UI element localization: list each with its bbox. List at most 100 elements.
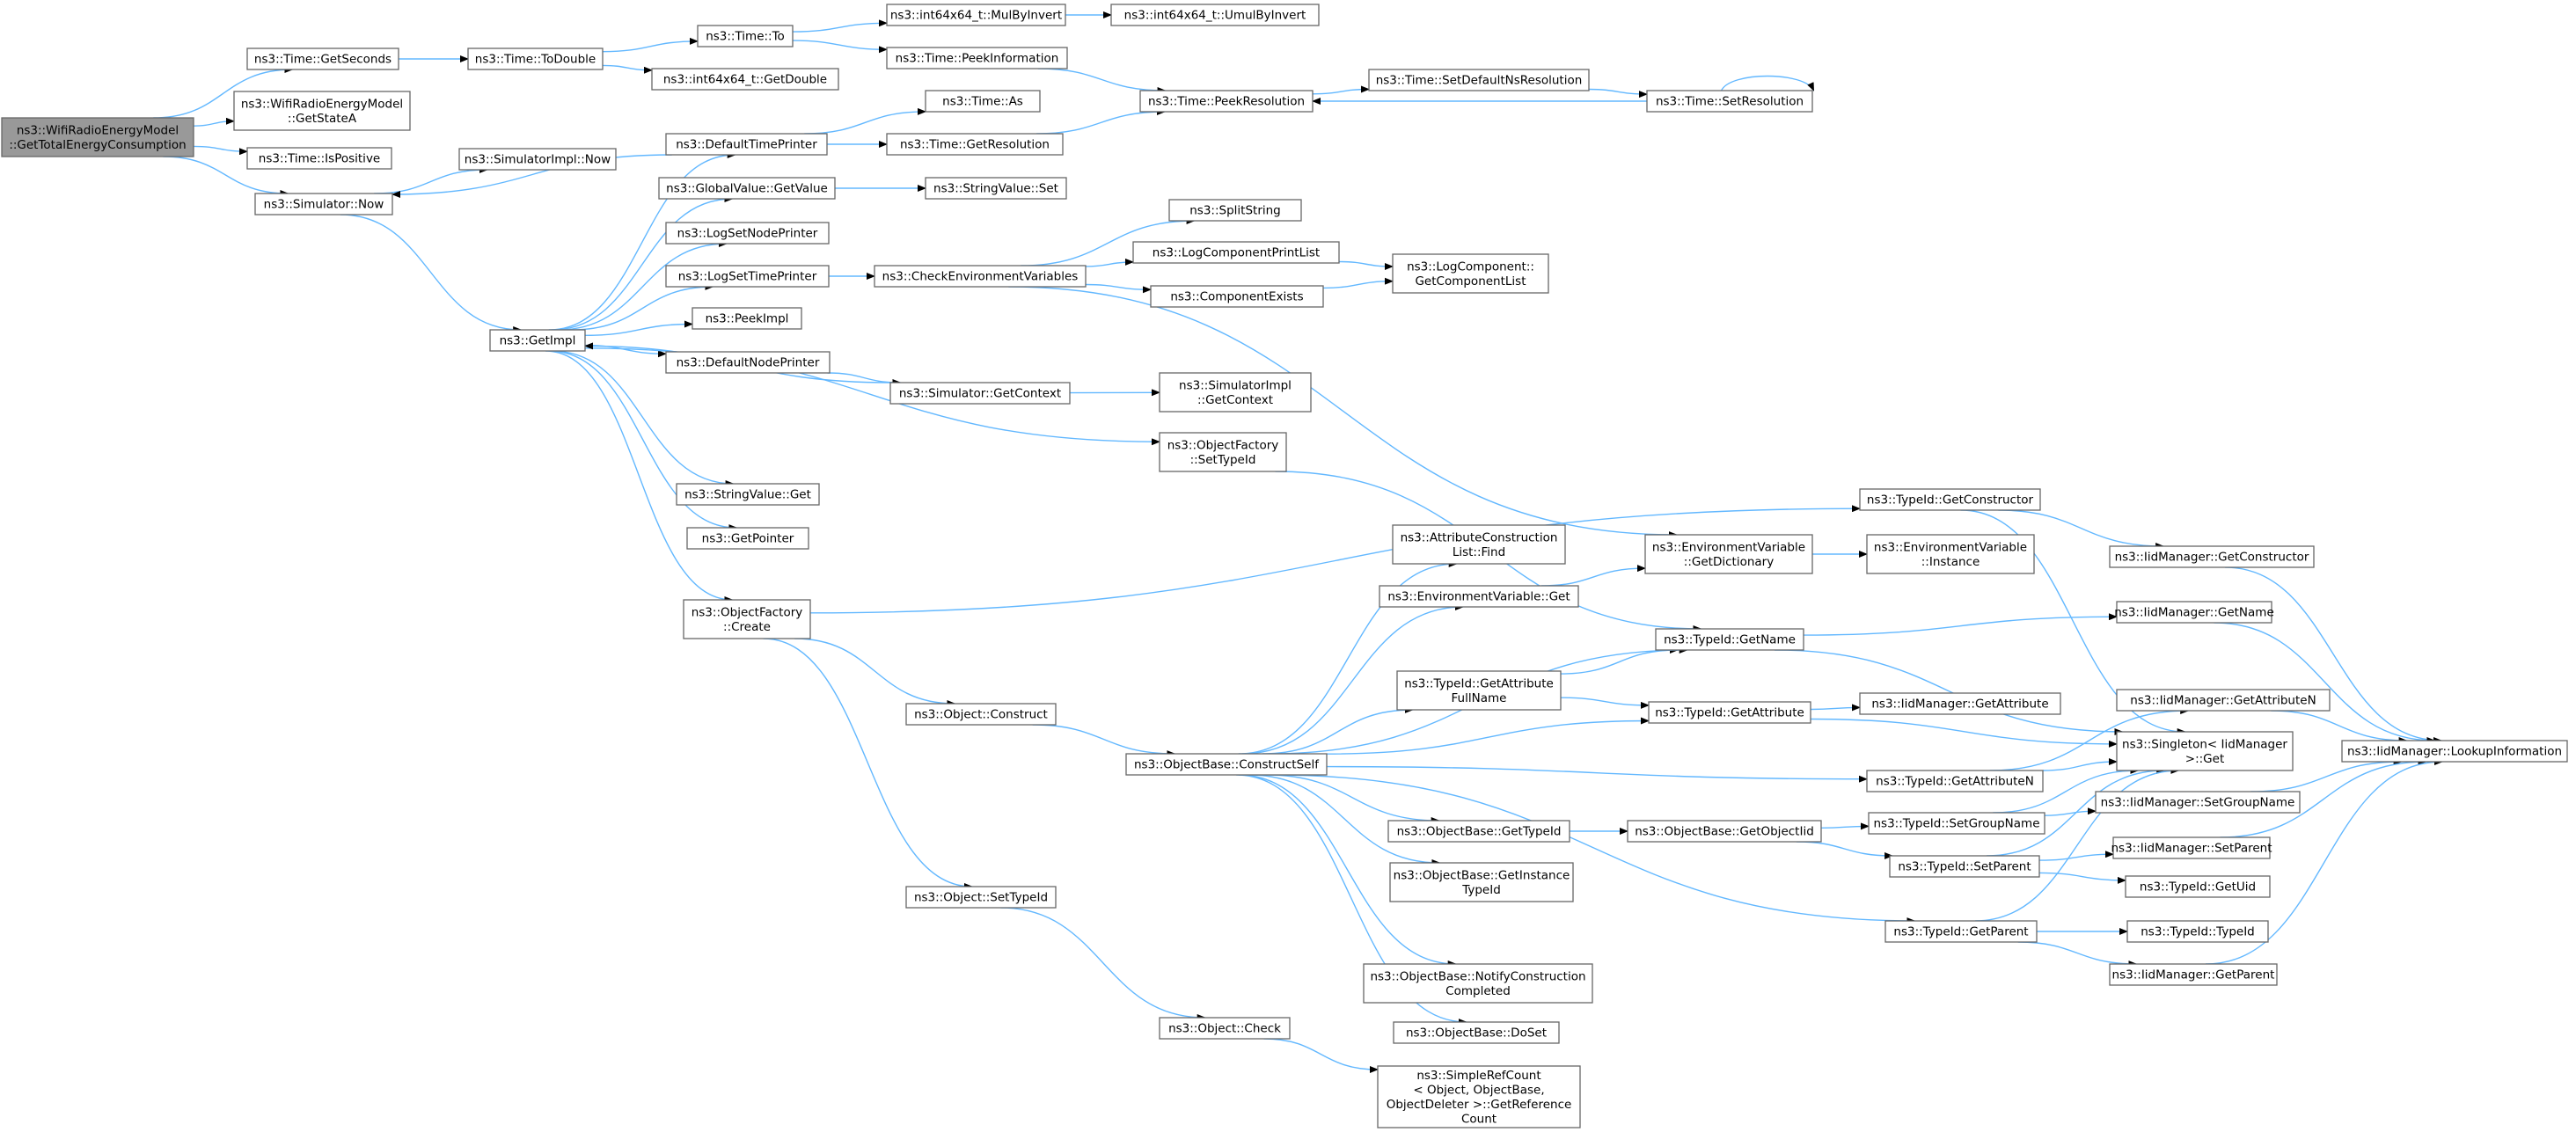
node-iidSetParent[interactable]: ns3::IidManager::SetParent bbox=[2111, 836, 2272, 859]
node-box[interactable] bbox=[467, 47, 604, 70]
node-box[interactable] bbox=[1150, 285, 1324, 308]
node-box[interactable] bbox=[1159, 432, 1287, 472]
node-box[interactable] bbox=[651, 68, 839, 91]
node-tidGetUid[interactable]: ns3::TypeId::GetUid bbox=[2125, 875, 2271, 898]
node-lookupInfo[interactable]: ns3::IidManager::LookupInformation bbox=[2341, 740, 2568, 763]
node-box[interactable] bbox=[1125, 753, 1328, 776]
node-box[interactable] bbox=[2109, 545, 2315, 568]
node-ofCreate[interactable]: ns3::ObjectFactory::Create bbox=[683, 599, 811, 639]
node-obDoSet[interactable]: ns3::ObjectBase::DoSet bbox=[1393, 1021, 1560, 1044]
node-envGet[interactable]: ns3::EnvironmentVariable::Get bbox=[1379, 585, 1579, 608]
node-box[interactable] bbox=[1159, 372, 1312, 413]
node-compExists[interactable]: ns3::ComponentExists bbox=[1150, 285, 1324, 308]
node-box[interactable] bbox=[697, 25, 794, 47]
node-iidGetAttr[interactable]: ns3::IidManager::GetAttribute bbox=[1859, 692, 2061, 715]
node-peekInfo[interactable]: ns3::Time::PeekInformation bbox=[886, 47, 1068, 69]
node-box[interactable] bbox=[1393, 1021, 1560, 1044]
node-gvGetValue[interactable]: ns3::GlobalValue::GetValue bbox=[658, 177, 836, 200]
node-setDefNs[interactable]: ns3::Time::SetDefaultNsResolution bbox=[1368, 69, 1590, 91]
node-box[interactable] bbox=[665, 133, 828, 156]
node-objConstruct[interactable]: ns3::Object::Construct bbox=[905, 703, 1057, 726]
node-box[interactable] bbox=[886, 47, 1068, 69]
node-box[interactable] bbox=[1387, 820, 1570, 843]
node-envInstance[interactable]: ns3::EnvironmentVariable::Instance bbox=[1866, 534, 2035, 574]
node-box[interactable] bbox=[2341, 740, 2568, 763]
node-box[interactable] bbox=[1389, 862, 1574, 902]
node-box[interactable] bbox=[2116, 689, 2331, 712]
node-box[interactable] bbox=[1868, 812, 2045, 835]
node-box[interactable] bbox=[1139, 90, 1314, 113]
node-checkEnv[interactable]: ns3::CheckEnvironmentVariables bbox=[874, 265, 1087, 288]
node-box[interactable] bbox=[905, 886, 1057, 909]
node-box[interactable] bbox=[676, 483, 820, 506]
node-box[interactable] bbox=[254, 193, 393, 215]
node-singletonGet[interactable]: ns3::Singleton< IidManager>::Get bbox=[2116, 731, 2294, 771]
node-box[interactable] bbox=[1377, 1065, 1581, 1128]
node-box[interactable] bbox=[1859, 488, 2041, 511]
node-svSet[interactable]: ns3::StringValue::Set bbox=[925, 177, 1067, 200]
node-box[interactable] bbox=[925, 177, 1067, 200]
node-timeTo[interactable]: ns3::Time::To bbox=[697, 25, 794, 47]
node-box[interactable] bbox=[2109, 963, 2278, 986]
node-box[interactable] bbox=[1396, 670, 1562, 711]
node-tidGetName[interactable]: ns3::TypeId::GetName bbox=[1655, 628, 1804, 651]
node-box[interactable] bbox=[905, 703, 1057, 726]
node-box[interactable] bbox=[925, 90, 1041, 113]
node-box[interactable] bbox=[2126, 920, 2269, 943]
node-simImplGetContext[interactable]: ns3::SimulatorImpl::GetContext bbox=[1159, 372, 1312, 413]
node-iidGetName[interactable]: ns3::IidManager::GetName bbox=[2114, 601, 2274, 624]
node-box[interactable] bbox=[886, 133, 1064, 156]
node-simNow[interactable]: ns3::Simulator::Now bbox=[254, 193, 393, 215]
node-logCompGet[interactable]: ns3::LogComponent::GetComponentList bbox=[1392, 253, 1549, 294]
node-box[interactable] bbox=[886, 4, 1066, 26]
node-box[interactable] bbox=[658, 177, 836, 200]
node-obNotify[interactable]: ns3::ObjectBase::NotifyConstructionCompl… bbox=[1363, 963, 1593, 1004]
node-box[interactable] bbox=[1646, 90, 1813, 113]
node-box[interactable] bbox=[2125, 875, 2271, 898]
node-getPointer[interactable]: ns3::GetPointer bbox=[686, 527, 809, 550]
node-box[interactable] bbox=[1368, 69, 1590, 91]
node-obGetObjectIid[interactable]: ns3::ObjectBase::GetObjectIid bbox=[1627, 820, 1822, 843]
node-box[interactable] bbox=[1627, 820, 1822, 843]
node-box[interactable] bbox=[874, 265, 1087, 288]
node-iidGetCtor[interactable]: ns3::IidManager::GetConstructor bbox=[2109, 545, 2315, 568]
node-box[interactable] bbox=[1392, 524, 1566, 565]
node-box[interactable] bbox=[1168, 199, 1302, 222]
node-tidGetAttrN[interactable]: ns3::TypeId::GetAttributeN bbox=[1866, 770, 2044, 792]
node-root[interactable]: ns3::WifiRadioEnergyModel::GetTotalEnerg… bbox=[1, 117, 194, 157]
node-obGetTypeId[interactable]: ns3::ObjectBase::GetTypeId bbox=[1387, 820, 1570, 843]
node-box[interactable] bbox=[665, 265, 830, 288]
node-isPositive[interactable]: ns3::Time::IsPositive bbox=[246, 147, 392, 170]
node-iidGetAttrN[interactable]: ns3::IidManager::GetAttributeN bbox=[2116, 689, 2331, 712]
node-tidGetAttr[interactable]: ns3::TypeId::GetAttribute bbox=[1648, 701, 1811, 724]
node-umulByInvert[interactable]: ns3::int64x64_t::UmulByInvert bbox=[1110, 4, 1320, 26]
node-simImplNow[interactable]: ns3::SimulatorImpl::Now bbox=[458, 148, 617, 171]
node-box[interactable] bbox=[1866, 770, 2044, 792]
node-box[interactable] bbox=[665, 222, 830, 245]
node-logSetTime[interactable]: ns3::LogSetTimePrinter bbox=[665, 265, 830, 288]
node-box[interactable] bbox=[686, 527, 809, 550]
node-defTimePrinter[interactable]: ns3::DefaultTimePrinter bbox=[665, 133, 828, 156]
node-tidSetGroupName[interactable]: ns3::TypeId::SetGroupName bbox=[1868, 812, 2045, 835]
node-box[interactable] bbox=[1392, 253, 1549, 294]
node-box[interactable] bbox=[233, 91, 411, 131]
node-getStateA[interactable]: ns3::WifiRadioEnergyModel::GetStateA bbox=[233, 91, 411, 131]
node-ofSetTypeId[interactable]: ns3::ObjectFactory::SetTypeId bbox=[1159, 432, 1287, 472]
node-box[interactable] bbox=[246, 47, 399, 70]
node-tidGetCtor[interactable]: ns3::TypeId::GetConstructor bbox=[1859, 488, 2041, 511]
node-timeAs[interactable]: ns3::Time::As bbox=[925, 90, 1041, 113]
node-splitString[interactable]: ns3::SplitString bbox=[1168, 199, 1302, 222]
node-box[interactable] bbox=[1884, 920, 2038, 943]
node-defNodePrinter[interactable]: ns3::DefaultNodePrinter bbox=[665, 351, 831, 374]
node-box[interactable] bbox=[692, 307, 802, 330]
node-box[interactable] bbox=[458, 148, 617, 171]
node-box[interactable] bbox=[1859, 692, 2061, 715]
node-iidSetGroupName[interactable]: ns3::IidManager::SetGroupName bbox=[2095, 791, 2301, 814]
node-peekImpl[interactable]: ns3::PeekImpl bbox=[692, 307, 802, 330]
node-tidGetParent[interactable]: ns3::TypeId::GetParent bbox=[1884, 920, 2038, 943]
node-objCheck[interactable]: ns3::Object::Check bbox=[1159, 1017, 1291, 1040]
node-objSetTypeId[interactable]: ns3::Object::SetTypeId bbox=[905, 886, 1057, 909]
node-box[interactable] bbox=[2112, 836, 2271, 859]
